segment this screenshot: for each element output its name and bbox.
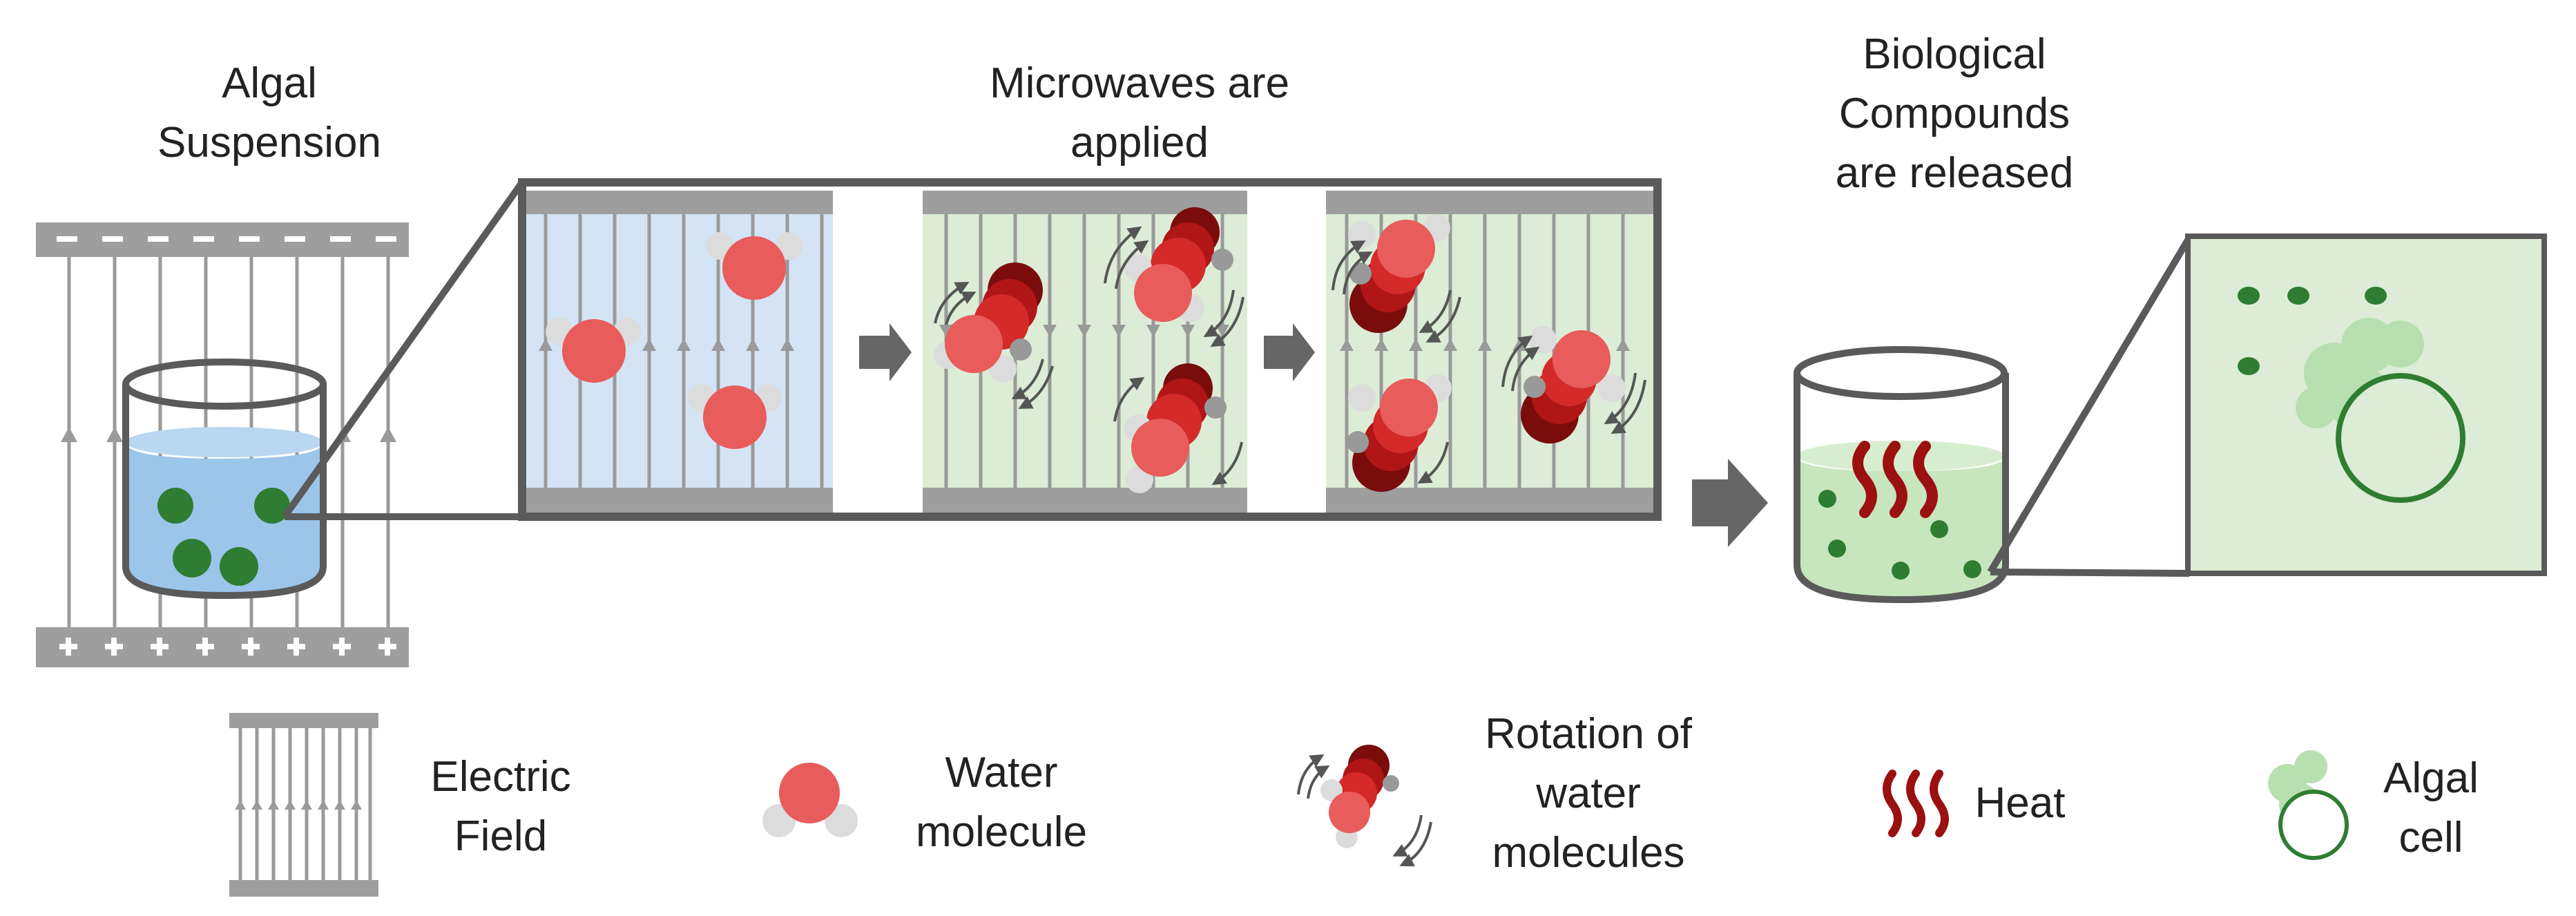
released-compound-dot [2287,287,2309,305]
label-line: Algal [2383,754,2479,802]
legend-algal-cell-icon [2268,750,2349,860]
rotation-arrows [934,226,1244,486]
rotating-water-molecule [1124,207,1233,322]
algae-cell-dot [254,488,290,524]
algae-cell-dot [220,547,258,586]
label-line: Compounds [1838,90,2070,137]
label-line: Rotation of [1485,710,1692,758]
step-arrow [859,323,912,381]
zoom-line [281,180,526,519]
algal-cell-wall [2336,373,2466,503]
released-compound-dot [1818,490,1836,508]
zoom-line [1990,569,2190,577]
algal-cell-zoom [2185,233,2547,576]
label-algal-suspension: Algal Suspension [104,54,435,173]
label-line: Heat [1974,779,2066,827]
water-molecule [706,232,802,300]
negative-signs [57,236,396,242]
rotating-water-molecule [1521,326,1626,443]
released-compound-dot [1828,540,1846,557]
panel-microwave-2 [1326,191,1653,513]
rotating-water-molecule [934,263,1043,383]
label-line: molecules [1492,829,1685,877]
electric-field-left [36,180,526,667]
released-compound-dot [2238,287,2260,305]
released-compound-dot [2365,287,2387,305]
legend-water-molecule-label: Water molecule [877,743,1126,862]
beaker-green [1794,236,2193,604]
water-molecule [546,318,641,383]
algae-cell-dot [157,488,193,524]
legend-electric-field-icon [229,713,378,897]
rotating-water-molecule [1348,214,1450,333]
label-line: Algal [222,59,317,107]
zoom-line [1987,236,2193,574]
algae-cell-dot [173,539,211,578]
process-arrow [1692,459,1768,547]
panel-no-field [526,191,833,513]
step-arrow [1264,323,1315,381]
label-line: water [1536,770,1641,817]
rotating-water-molecule [1347,374,1452,492]
label-line: Field [454,812,548,860]
legend-rotation-icon [1297,745,1432,867]
legend-water-molecule-icon [762,763,858,837]
legend-algal-cell-label: Algal cell [2348,749,2514,868]
label-line: are released [1835,149,2074,197]
legend-rotation-label: Rotation of water molecules [1436,705,1740,883]
legend-heat-icon [1883,770,1949,837]
released-compound-dot [1930,520,1948,538]
label-line: Suspension [157,119,382,166]
positive-plate [36,627,409,667]
label-microwaves-applied: Microwaves are applied [912,54,1367,173]
rotation-arrows [1332,240,1646,484]
label-line: Electric [430,753,571,801]
label-line: molecule [915,808,1088,856]
water-molecule [688,384,782,449]
rotating-water-molecule [1124,363,1227,493]
positive-signs [59,638,396,656]
panel-microwave-1 [923,191,1247,513]
beaker-blue [122,359,327,600]
label-line: applied [1070,119,1209,166]
released-compound-dot [1963,560,1981,578]
negative-plate [36,222,409,257]
legend-electric-field-label: Electric Field [387,747,615,866]
zoom-panels [518,178,1662,521]
label-line: Water [945,749,1058,796]
label-line: cell [2399,814,2463,861]
label-compounds-released: Biological Compounds are released [1747,25,2162,203]
legend-heat-label: Heat [1948,774,2093,833]
heat-icon [1852,441,1938,518]
released-compound-dot [2238,357,2260,375]
label-line: Biological [1863,30,2046,78]
label-line: Microwaves are [989,59,1290,107]
released-compound-dot [1892,562,1910,580]
